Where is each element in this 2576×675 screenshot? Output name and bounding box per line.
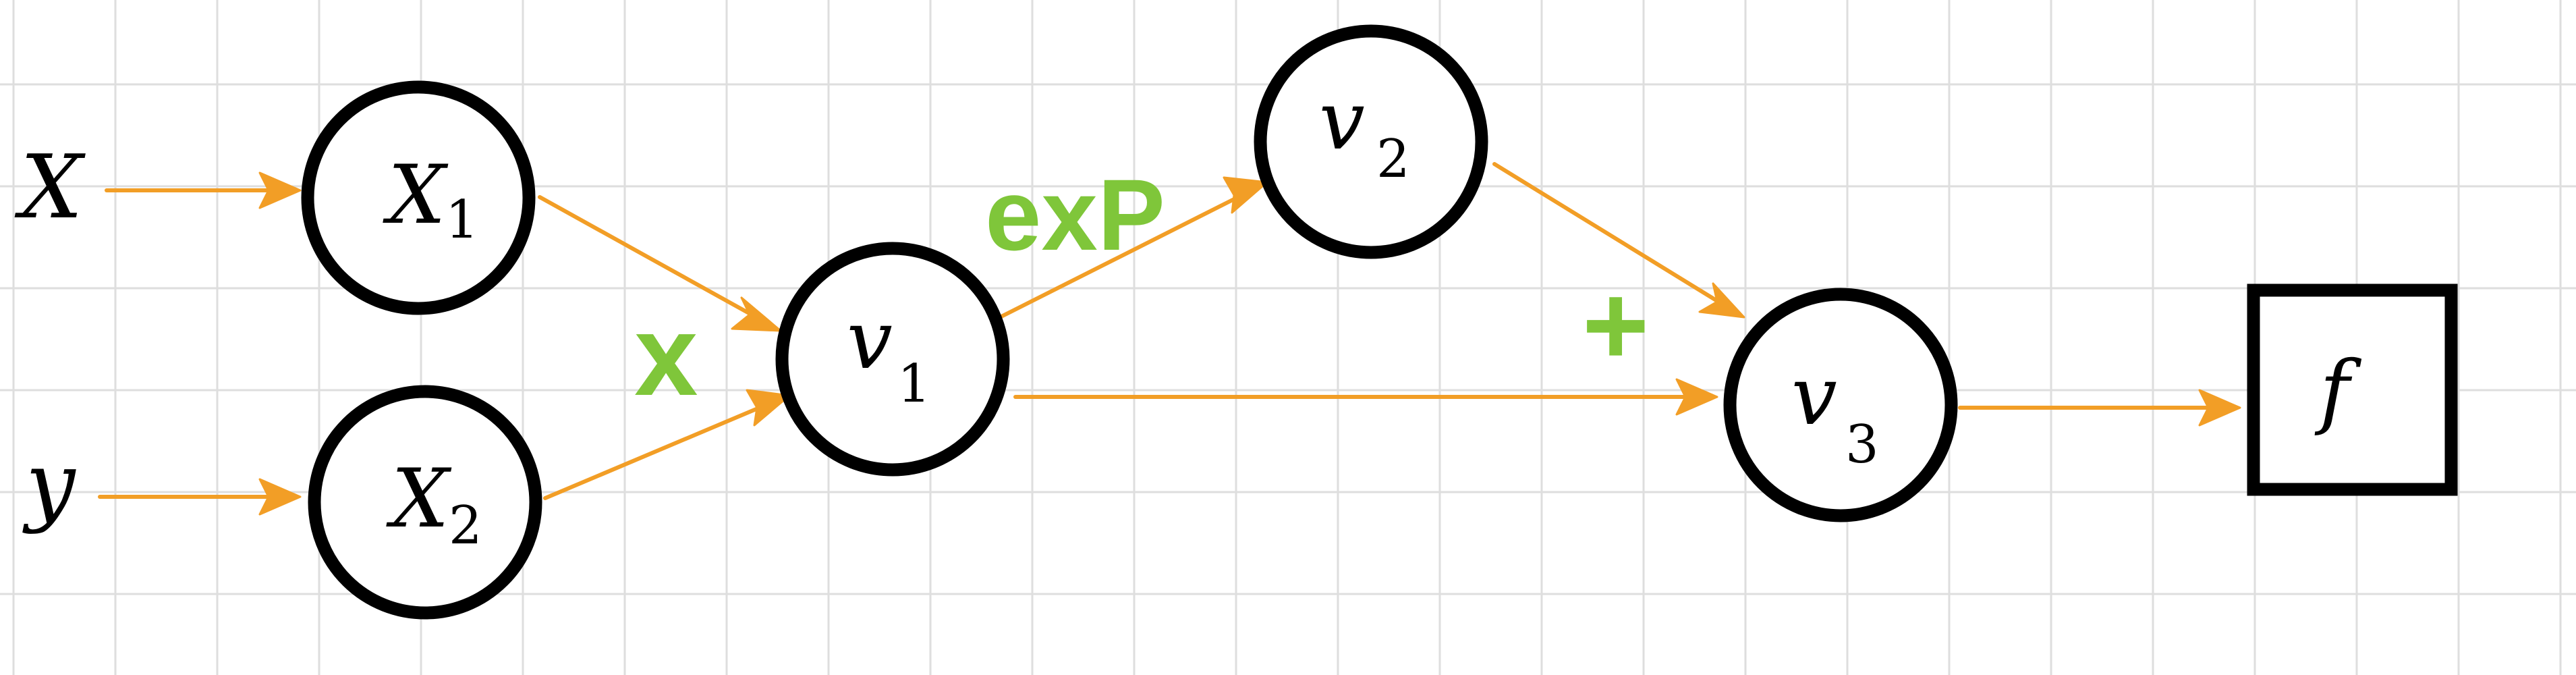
- node-x2-name: X: [386, 452, 452, 546]
- node-v2-subscript: 2: [1376, 129, 1410, 190]
- node-x1: X 1: [301, 80, 536, 315]
- edges: [98, 162, 2241, 516]
- node-x1-subscript: 1: [445, 190, 479, 250]
- arrowhead-v3-top: [1698, 282, 1745, 319]
- node-v2: v 2: [1254, 24, 1488, 259]
- arrowhead-v2: [1223, 176, 1268, 214]
- input-label-x: X: [14, 136, 86, 238]
- operation-exp-label: exP: [985, 158, 1165, 271]
- nodes: X 1 X 2 v 1 v 2 v 3 f: [301, 24, 2458, 620]
- node-x2: X 2: [308, 385, 542, 620]
- node-v3-name: v: [1791, 350, 1837, 443]
- edge-x1-to-v1: [538, 195, 764, 323]
- node-v3-subscript: 3: [1845, 414, 1879, 475]
- arrowhead-v1-top: [731, 296, 782, 332]
- arrowhead-f: [2198, 389, 2241, 427]
- node-v2-name: v: [1319, 74, 1365, 168]
- operation-multiply-label: x: [634, 292, 698, 420]
- input-label-y: y: [22, 433, 76, 535]
- arrowhead-v1-bottom: [746, 389, 791, 427]
- arrowhead-v3-left: [1675, 378, 1718, 416]
- edge-x2-to-v1: [543, 403, 768, 500]
- edge-v2-to-v3: [1492, 162, 1729, 309]
- edge-v1-to-v2: [998, 192, 1247, 319]
- node-f: f: [2247, 284, 2458, 496]
- operations: x exP +: [634, 158, 1649, 420]
- node-v1-subscript: 1: [897, 354, 931, 414]
- node-v1: v 1: [775, 242, 1010, 477]
- node-x1-name: X: [383, 148, 449, 242]
- node-v1-name: v: [847, 294, 893, 387]
- inputs: X y: [14, 136, 86, 535]
- node-v3: v 3: [1723, 288, 1958, 522]
- node-x2-subscript: 2: [449, 495, 482, 556]
- arrowhead-x1: [258, 171, 302, 209]
- arrowhead-x2: [258, 478, 302, 516]
- operation-add-label: +: [1582, 261, 1649, 389]
